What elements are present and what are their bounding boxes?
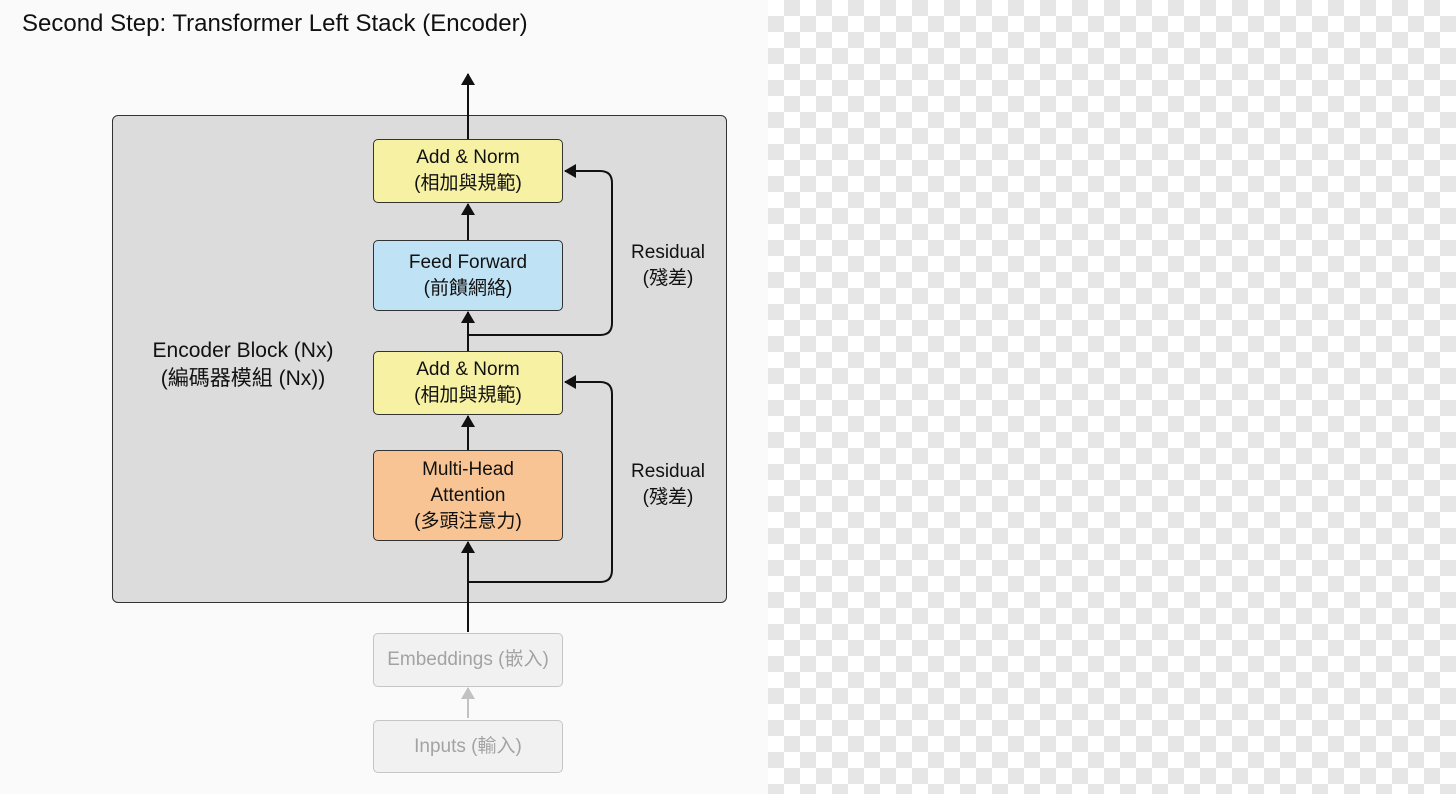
attention-label-line1: Multi-Head [422,458,514,480]
attention-sublabel: (多頭注意力) [414,510,522,532]
attention-label-line2: Attention [430,484,506,506]
add-norm-top-label: Add & Norm [416,147,520,168]
add-norm-top-sublabel: (相加與規範) [414,173,522,194]
add-norm-bottom-label: Add & Norm [416,359,520,380]
embeddings-box: Embeddings (嵌入) [373,633,563,687]
residual-bottom-label-en: Residual [631,461,705,482]
feed-forward-sublabel: (前饋網絡) [423,277,513,299]
residual-label-bottom: Residual (殘差) [618,459,718,511]
residual-top-label-zh: (殘差) [642,268,694,289]
add-norm-top-box: Add & Norm (相加與規範) [373,139,563,203]
residual-path-top [468,164,613,336]
residual-label-top: Residual (殘差) [618,240,718,292]
multi-head-attention-box: Multi-Head Attention (多頭注意力) [373,450,563,541]
inputs-box: Inputs (輸入) [373,720,563,773]
residual-top-label-en: Residual [631,242,705,263]
encoder-block-label: Encoder Block (Nx) (編碼器模組 (Nx)) [130,337,356,393]
embeddings-label: Embeddings (嵌入) [387,649,549,670]
transparent-background [768,0,1456,794]
encoder-block-label-zh: (編碼器模組 (Nx)) [160,367,326,390]
encoder-block-label-en: Encoder Block (Nx) [152,339,334,362]
residual-bottom-label-zh: (殘差) [642,487,694,508]
feed-forward-label: Feed Forward [408,251,528,273]
inputs-label: Inputs (輸入) [414,735,522,757]
add-norm-bottom-box: Add & Norm (相加與規範) [373,351,563,415]
residual-path-bottom [468,375,613,583]
page-title: Second Step: Transformer Left Stack (Enc… [22,10,528,37]
feed-forward-box: Feed Forward (前饋網絡) [373,240,563,311]
add-norm-bottom-sublabel: (相加與規範) [414,385,522,406]
